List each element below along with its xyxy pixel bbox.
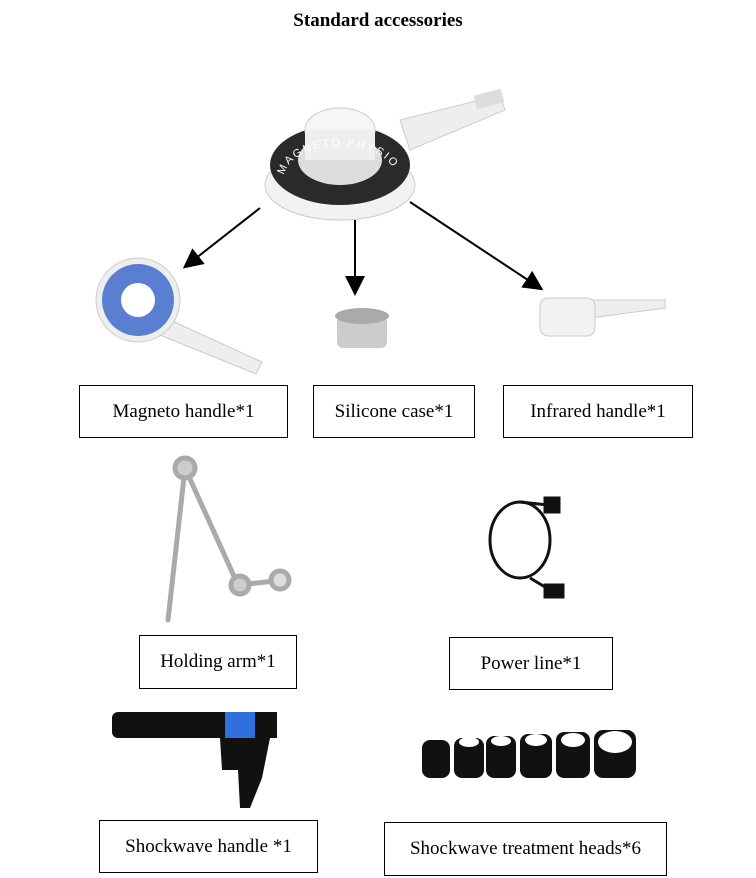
magneto-handle-image [95, 257, 263, 375]
label-magneto-handle: Magneto handle*1 [79, 385, 288, 438]
label-power-line: Power line*1 [449, 637, 613, 690]
label-silicone-case: Silicone case*1 [313, 385, 475, 438]
label-infrared-handle: Infrared handle*1 [503, 385, 693, 438]
label-shockwave-handle: Shockwave handle *1 [99, 820, 318, 873]
silicone-case-image [335, 308, 389, 348]
shockwave-handle-image [112, 712, 277, 808]
page-title: Standard accessories [293, 10, 463, 31]
main-device-image [264, 88, 506, 221]
treatment-heads-image [422, 730, 636, 778]
power-line-image [488, 496, 565, 599]
infrared-handle-image [539, 297, 666, 337]
holding-arm-image [165, 455, 292, 623]
label-holding-arm: Holding arm*1 [139, 635, 297, 689]
label-treatment-heads: Shockwave treatment heads*6 [384, 822, 667, 876]
arrow-right [409, 201, 544, 291]
arrow-left [182, 207, 261, 269]
